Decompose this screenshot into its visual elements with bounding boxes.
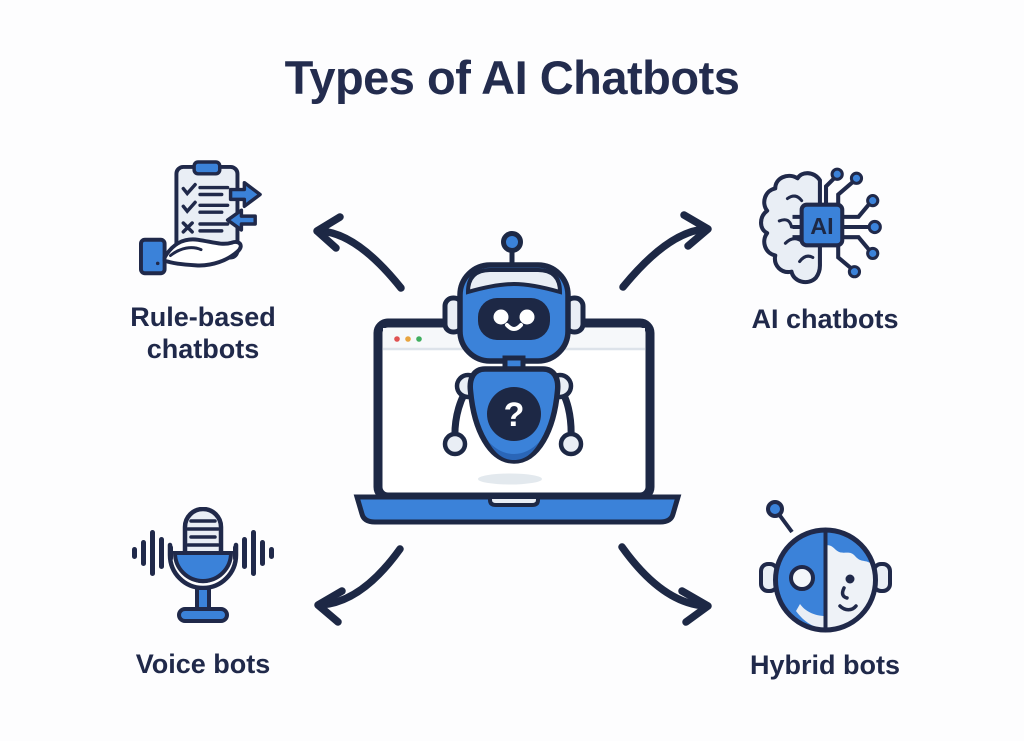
checklist-in-hand-icon (139, 160, 262, 276)
sound-waves-right (233, 530, 274, 576)
laptop-base (353, 494, 682, 525)
robot-forehead-panel (465, 268, 563, 295)
node-label: Hybrid bots (749, 650, 900, 680)
robot-jaw-panel (795, 604, 825, 629)
hybrid-antenna (765, 500, 784, 518)
node-rule-based-chatbots: Rule-based chatbots (83, 160, 323, 366)
flow-arrow-left (225, 208, 257, 232)
human-hair (825, 529, 874, 566)
chatbot-robot-on-laptop-icon: ? (353, 231, 682, 525)
node-label: Rule-based chatbots (130, 302, 276, 364)
node-ai-chatbots: AI AI chatbots (705, 160, 945, 336)
robot-eye (788, 565, 815, 591)
microphone-sound-waves-icon (132, 507, 274, 623)
robot-shadow (478, 473, 542, 485)
node-hybrid-bots: Hybrid bots (705, 498, 945, 682)
mic-capsule-blue (172, 551, 234, 583)
sound-waves-left (132, 530, 173, 576)
arrow-to-bottom-right (618, 543, 712, 626)
robot-eye-left (493, 309, 509, 325)
brain-ai-chip-icon: AI (759, 167, 882, 285)
half-robot-half-human-icon (758, 500, 892, 633)
browser-dot-green (416, 336, 422, 342)
browser-dot-red (394, 336, 400, 342)
robot-smile (505, 323, 523, 331)
robot-antenna (501, 231, 523, 253)
ai-chip (799, 202, 845, 248)
robot: ? (442, 231, 586, 464)
robot-eye-right (519, 309, 535, 325)
human-eye (845, 574, 854, 584)
robot-question-mark: ? (504, 396, 525, 434)
hand-sleeve (139, 237, 167, 276)
human-nose (840, 586, 849, 600)
robot-hand-right (558, 431, 584, 457)
arrow-to-bottom-left (314, 545, 404, 626)
mic-base (177, 607, 229, 623)
mic-stem (195, 586, 211, 612)
flow-arrow-right (228, 180, 262, 209)
human-mouth (837, 604, 858, 612)
node-label: Voice bots (135, 649, 271, 679)
robot-visor (478, 298, 550, 340)
page-title: Types of AI Chatbots (284, 51, 740, 104)
robot-hand-left (442, 431, 468, 457)
browser-dot-yellow (405, 336, 411, 342)
node-label: AI chatbots (751, 304, 899, 334)
ai-chip-text: AI (810, 213, 833, 239)
robot-badge-circle (487, 387, 541, 441)
hand-palm (162, 237, 243, 268)
clipboard-clip (192, 160, 222, 176)
node-voice-bots: Voice bots (83, 507, 323, 681)
